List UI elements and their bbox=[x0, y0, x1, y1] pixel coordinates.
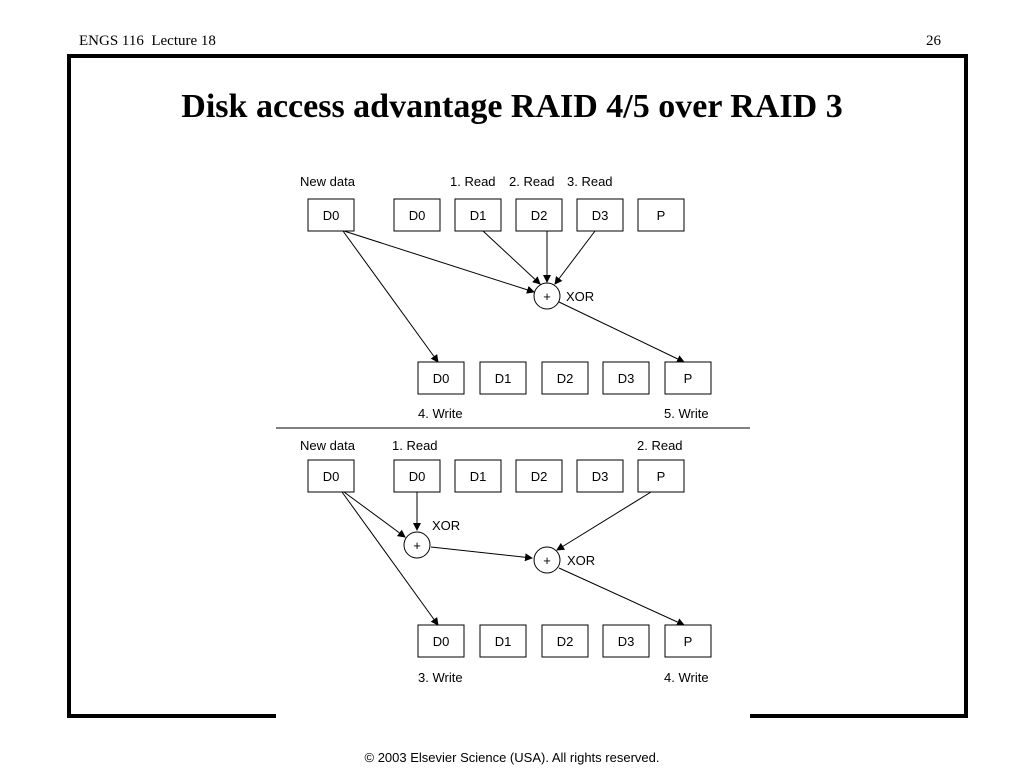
top-arrow-d3-xor bbox=[554, 230, 596, 285]
svg-text:D0: D0 bbox=[323, 208, 340, 223]
bottom-after-d1: D1 bbox=[479, 624, 527, 658]
svg-text:+: + bbox=[543, 553, 551, 568]
svg-text:+: + bbox=[543, 289, 551, 304]
top-write5-label: 5. Write bbox=[664, 406, 709, 421]
bottom-arrow-xor1-xor2 bbox=[430, 546, 533, 562]
top-write4-label: 4. Write bbox=[418, 406, 463, 421]
raid-figure: New data 1. Read 2. Read 3. Read D0 D0 D… bbox=[276, 160, 750, 720]
top-disk-p: P bbox=[637, 198, 685, 232]
svg-text:+: + bbox=[413, 538, 421, 553]
slide-title: Disk access advantage RAID 4/5 over RAID… bbox=[181, 88, 843, 125]
top-disk-new-d0: D0 bbox=[307, 198, 355, 232]
top-read2-label: 2. Read bbox=[509, 174, 555, 189]
bottom-arrow-p-xor2 bbox=[556, 491, 652, 551]
raid-diagram: New data 1. Read 2. Read 3. Read D0 D0 D… bbox=[276, 174, 750, 685]
bottom-disk-p: P bbox=[637, 459, 685, 493]
top-after-d1: D1 bbox=[479, 361, 527, 395]
bottom-write3-label: 3. Write bbox=[418, 670, 463, 685]
top-disk-d1: D1 bbox=[454, 198, 502, 232]
top-arrow-newdata-xor bbox=[343, 230, 535, 294]
top-arrow-xor-parity bbox=[558, 301, 685, 363]
top-after-d0: D0 bbox=[417, 361, 465, 395]
bottom-after-d3: D3 bbox=[602, 624, 650, 658]
top-after-d3: D3 bbox=[602, 361, 650, 395]
course-label: ENGS 116 Lecture 18 bbox=[79, 33, 216, 49]
svg-text:D3: D3 bbox=[618, 634, 635, 649]
svg-text:D1: D1 bbox=[470, 469, 487, 484]
page-number: 26 bbox=[926, 33, 941, 49]
svg-text:P: P bbox=[657, 208, 666, 223]
bottom-disk-new-d0: D0 bbox=[307, 459, 355, 493]
top-disk-d2: D2 bbox=[515, 198, 563, 232]
svg-text:D0: D0 bbox=[409, 469, 426, 484]
bottom-after-p: P bbox=[664, 624, 712, 658]
bottom-arrow-newdata-xor1 bbox=[343, 491, 406, 538]
svg-text:D1: D1 bbox=[470, 208, 487, 223]
top-arrow-newdata-write bbox=[342, 230, 439, 363]
bottom-disk-d0: D0 bbox=[393, 459, 441, 493]
bottom-xor-node-1: + bbox=[403, 531, 431, 559]
top-diagram: New data 1. Read 2. Read 3. Read D0 D0 D… bbox=[300, 174, 712, 421]
top-xor-node: + bbox=[533, 282, 561, 310]
bottom-disk-d2: D2 bbox=[515, 459, 563, 493]
top-disk-d0: D0 bbox=[393, 198, 441, 232]
svg-text:D3: D3 bbox=[592, 208, 609, 223]
bottom-write4-label: 4. Write bbox=[664, 670, 709, 685]
svg-text:D3: D3 bbox=[592, 469, 609, 484]
copyright-footer: © 2003 Elsevier Science (USA). All right… bbox=[364, 750, 660, 765]
svg-text:D0: D0 bbox=[323, 469, 340, 484]
bottom-xor-label-1: XOR bbox=[432, 518, 460, 533]
bottom-after-d2: D2 bbox=[541, 624, 589, 658]
bottom-xor-node-2: + bbox=[533, 546, 561, 574]
svg-text:D0: D0 bbox=[433, 634, 450, 649]
bottom-arrow-newdata-write bbox=[341, 491, 439, 626]
svg-text:D1: D1 bbox=[495, 634, 512, 649]
bottom-xor-label-2: XOR bbox=[567, 553, 595, 568]
svg-text:D3: D3 bbox=[618, 371, 635, 386]
svg-text:D1: D1 bbox=[495, 371, 512, 386]
bottom-read1-label: 1. Read bbox=[392, 438, 438, 453]
svg-text:D2: D2 bbox=[531, 208, 548, 223]
top-arrow-d1-xor bbox=[482, 230, 541, 285]
svg-text:P: P bbox=[684, 371, 693, 386]
top-new-data-label: New data bbox=[300, 174, 356, 189]
bottom-disk-d1: D1 bbox=[454, 459, 502, 493]
bottom-new-data-label: New data bbox=[300, 438, 356, 453]
svg-text:P: P bbox=[684, 634, 693, 649]
top-disk-d3: D3 bbox=[576, 198, 624, 232]
svg-text:P: P bbox=[657, 469, 666, 484]
svg-text:D0: D0 bbox=[409, 208, 426, 223]
bottom-read2-label: 2. Read bbox=[637, 438, 683, 453]
bottom-arrow-xor2-parity bbox=[558, 567, 685, 626]
svg-text:D2: D2 bbox=[531, 469, 548, 484]
top-xor-label: XOR bbox=[566, 289, 594, 304]
top-after-d2: D2 bbox=[541, 361, 589, 395]
bottom-disk-d3: D3 bbox=[576, 459, 624, 493]
bottom-diagram: New data 1. Read 2. Read D0 D0 D1 D2 bbox=[300, 438, 712, 685]
svg-text:D2: D2 bbox=[557, 634, 574, 649]
top-read1-label: 1. Read bbox=[450, 174, 496, 189]
bottom-after-d0: D0 bbox=[417, 624, 465, 658]
top-read3-label: 3. Read bbox=[567, 174, 613, 189]
top-after-p: P bbox=[664, 361, 712, 395]
svg-text:D0: D0 bbox=[433, 371, 450, 386]
svg-text:D2: D2 bbox=[557, 371, 574, 386]
